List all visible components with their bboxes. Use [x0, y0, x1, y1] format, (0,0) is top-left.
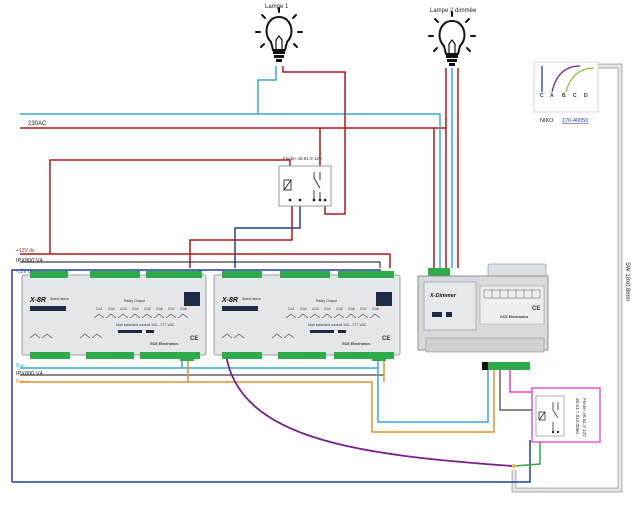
finder-top-label: Finder 46.61.9 12V	[283, 156, 323, 161]
minus12-label: -12V dc	[16, 269, 34, 275]
niko-wire-green	[565, 67, 595, 93]
finder-bottom-label: Finder 46.61.9 12V	[582, 398, 587, 438]
terminal-row-bottom	[222, 352, 394, 359]
module1-outputs: Ch1 Ch2 Ch3 Ch4 Ch5 Ch6 Ch7 Ch8	[96, 307, 187, 311]
module2-relay-title: Relay Output	[316, 299, 337, 303]
sw-cable-label: SW 10x0,8mm	[624, 262, 630, 301]
bulb-icon	[428, 11, 476, 66]
output-label: Ch5	[144, 307, 151, 311]
lamp1: Lampe 1	[255, 4, 303, 62]
dimmer-title: X-Dimmer	[429, 293, 457, 299]
module1-rating: Max switched current 10A - 277 VAC	[116, 323, 175, 327]
niko-terminal: B	[562, 93, 566, 99]
output-label: Ch2	[300, 307, 307, 311]
module1-ce: CE	[190, 336, 198, 342]
module2-rating: Max switched current 10A - 277 VAC	[308, 323, 367, 327]
niko-terminal: C	[540, 93, 544, 99]
niko-wire-purple	[551, 65, 581, 93]
x-dimmer-module: X-Dimmer GCE Electronics CE	[417, 263, 549, 370]
module1-subtitle: Stand alone	[50, 297, 69, 301]
output-label: Ch4	[132, 307, 139, 311]
module2-brand: GCE Electronics	[342, 342, 370, 346]
output-label: Ch1	[96, 307, 103, 311]
minus12-bottom	[12, 440, 531, 483]
bulb-icon	[255, 7, 303, 62]
finder-top-coil-wire	[234, 205, 301, 268]
output-label: Ch5	[336, 307, 343, 311]
lamp1-label: Lampe 1	[265, 4, 289, 10]
finder-top-red-feed	[49, 159, 291, 254]
ipx-top-label: IPX800 V4	[16, 258, 43, 264]
bus-plus-label: Bus +	[16, 379, 29, 385]
terminal-row-top	[222, 271, 394, 278]
relay-symbols	[29, 313, 189, 339]
plus12-label: +12V dc	[16, 248, 35, 254]
lamp2-label: Lampe 2 dimmée	[430, 8, 477, 14]
relay-symbols	[221, 313, 381, 339]
module2-subtitle: Stand alone	[242, 297, 261, 301]
dimmer-ce: CE	[532, 306, 540, 312]
output-label: Ch3	[312, 307, 319, 311]
module2-outputs: Ch1 Ch2 Ch3 Ch4 Ch5 Ch6 Ch7 Ch8	[288, 307, 379, 311]
niko-terminal: A	[550, 93, 554, 99]
terminal-row-bottom	[30, 352, 200, 359]
output-label: Ch4	[324, 307, 331, 311]
finder-bottom-ref: 38.51.7.012.0050	[575, 398, 580, 434]
output-label: Ch8	[180, 307, 187, 311]
mains-label: 230AC	[28, 121, 47, 127]
module1-relay-title: Relay Output	[124, 299, 145, 303]
dimmer-brand: GCE Electronics	[500, 315, 528, 319]
x8r-module-1: X-8R Stand alone Relay Output Ch1 Ch2 Ch…	[21, 271, 207, 361]
lamp2: Lampe 2 dimmée	[428, 8, 477, 66]
x8r-module-2: X-8R Stand alone Relay Output Ch1 Ch2 Ch…	[213, 271, 401, 361]
bus-minus-label: Bus -	[16, 363, 28, 369]
output-label: Ch8	[372, 307, 379, 311]
ipx-bottom-label: IPX800 V4	[16, 371, 43, 377]
niko-label: NIKO	[540, 118, 554, 124]
output-label: Ch3	[120, 307, 127, 311]
purple-cable	[225, 354, 513, 467]
module1-title: X-8R	[29, 297, 46, 304]
output-label: Ch1	[288, 307, 295, 311]
dimmer-to-relay-wire	[499, 370, 532, 411]
output-label: Ch7	[360, 307, 367, 311]
relay2-lightblue-wire	[377, 368, 489, 423]
relay-contact-icon	[313, 172, 321, 200]
cable-junction	[512, 464, 516, 468]
niko-terminal: D	[584, 93, 588, 99]
output-label: Ch6	[156, 307, 163, 311]
niko-terminal: C	[573, 93, 577, 99]
relay-contact-icon	[552, 402, 559, 432]
niko-ref-link[interactable]: 170-40050	[562, 118, 588, 124]
finder-top-coil-red	[189, 205, 293, 268]
output-label: Ch2	[108, 307, 115, 311]
finder-relay-top: Finder 46.61.9 12V	[278, 156, 332, 207]
niko-switch: C A B C D NIKO 170-40050	[533, 61, 599, 124]
module2-title: X-8R	[221, 297, 238, 304]
lamp1-wire-blue	[257, 66, 277, 114]
module2-ce: CE	[382, 336, 390, 342]
terminal-row-top	[30, 271, 202, 278]
module1-brand: GCE Electronics	[150, 342, 178, 346]
output-label: Ch7	[168, 307, 175, 311]
output-label: Ch6	[348, 307, 355, 311]
relay2-orange-wire	[371, 370, 495, 433]
lamp1-wire-red	[282, 66, 346, 215]
finder-relay-bottom: Finder 46.61.9 12V 38.51.7.012.0050	[531, 387, 601, 443]
